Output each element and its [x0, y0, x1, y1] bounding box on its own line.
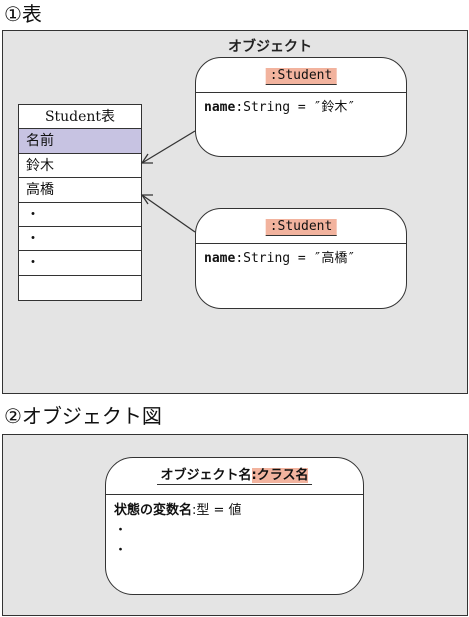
table-row: 名前	[19, 129, 141, 154]
object-name: オブジェクト名	[160, 468, 252, 483]
table-row: 高橋	[19, 178, 141, 203]
student-table: Student表 名前 鈴木 高橋 ・ ・ ・	[18, 104, 142, 302]
type-and-value: :型 = 値	[192, 503, 242, 518]
object-box-suzuki: :Student name:String = ″鈴木″	[195, 57, 407, 157]
arrow-to-takahashi-row	[141, 194, 196, 233]
class-name: :クラス名	[251, 468, 309, 483]
table-row: 鈴木	[19, 154, 141, 179]
attribute-name: name	[204, 251, 236, 266]
continuation-dot: ・	[114, 543, 128, 558]
attribute-value: :String = ″鈴木″	[235, 100, 356, 115]
state-variable-name: 状態の変数名	[114, 503, 193, 518]
arrowhead-takahashi	[140, 194, 153, 205]
object-class-name: :Student	[265, 68, 337, 85]
object-diagram-panel: オブジェクト名:クラス名 状態の変数名:型 = 値 ・ ・	[2, 434, 468, 616]
table-row: ・	[19, 251, 141, 276]
object-box-takahashi: :Student name:String = ″高橋″	[195, 208, 407, 309]
arrowhead-suzuki	[140, 153, 153, 164]
attribute-name: name	[204, 100, 236, 115]
table-header: Student表	[19, 105, 141, 130]
object-class-name: :Student	[265, 219, 337, 236]
section1-heading: ①表	[4, 2, 42, 26]
object-panel: オブジェクト Student表 名前 鈴木 高橋 ・ ・ ・ :Student …	[2, 30, 468, 394]
section2-heading: ②オブジェクト図	[4, 404, 162, 428]
arrow-to-suzuki-row	[141, 130, 196, 164]
table-row: ・	[19, 203, 141, 227]
object-diagram-box: オブジェクト名:クラス名 状態の変数名:型 = 値 ・ ・	[105, 457, 364, 595]
continuation-dot: ・	[114, 523, 128, 538]
object-diagram-title: オブジェクト名:クラス名	[156, 468, 313, 485]
table-row: ・	[19, 227, 141, 252]
panel-label: オブジェクト	[228, 39, 312, 55]
attribute-value: :String = ″高橋″	[235, 251, 356, 266]
